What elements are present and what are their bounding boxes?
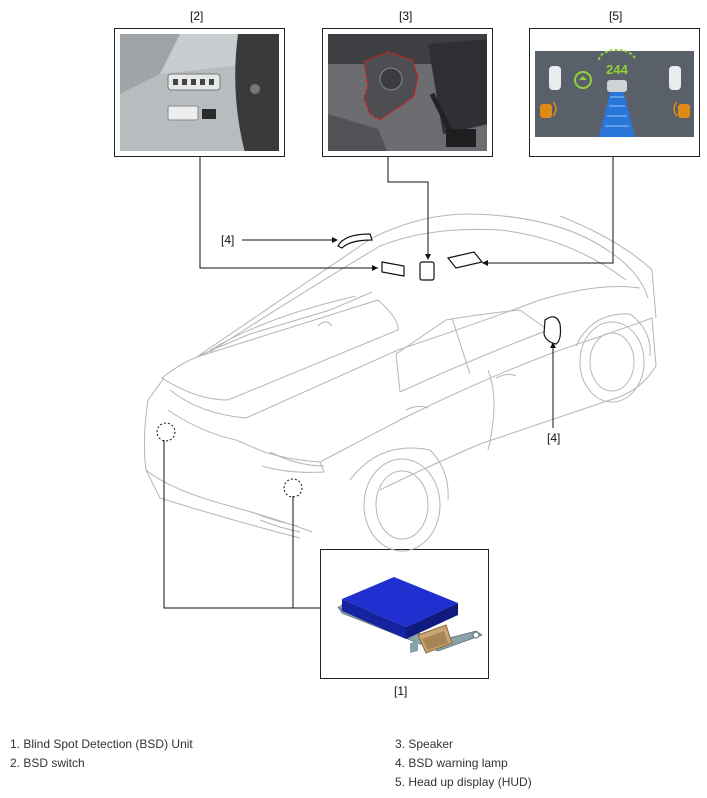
- legend-item: 3. Speaker: [395, 737, 454, 751]
- bsd-warning-lamp-right-marker: [543, 316, 562, 345]
- legend-item: 2. BSD switch: [10, 756, 85, 770]
- hud-speed-readout: 244: [606, 62, 628, 77]
- callout-label-4-mirror: [4]: [547, 431, 561, 445]
- car-outline: [143, 213, 657, 552]
- hud-photo: 244: [529, 28, 700, 157]
- leader-lines: [163, 157, 614, 609]
- bsd-unit-left-marker: [156, 422, 176, 442]
- callout-label-1: [1]: [394, 684, 408, 698]
- legend-left: 1. Blind Spot Detection (BSD) Unit 2. BS…: [10, 735, 193, 773]
- hud-marker: [446, 251, 484, 269]
- legend-item: 1. Blind Spot Detection (BSD) Unit: [10, 737, 193, 751]
- callout-label-5: [5]: [609, 9, 623, 23]
- callout-label-4-roof: [4]: [221, 233, 235, 247]
- legend-item: 5. Head up display (HUD): [395, 775, 532, 789]
- bsd-warning-lamp-left-marker: [337, 233, 373, 249]
- component-markers: [156, 233, 562, 498]
- callout-label-2: [2]: [190, 9, 204, 23]
- callout-label-3: [3]: [399, 9, 413, 23]
- speaker-marker: [419, 261, 435, 281]
- bsd-unit-photo: [320, 549, 489, 679]
- speaker-photo: [322, 28, 493, 157]
- bsd-unit-right-marker: [283, 478, 303, 498]
- bsd-switch-photo: [114, 28, 285, 157]
- bsd-switch-marker: [381, 261, 405, 277]
- legend-right: 3. Speaker 4. BSD warning lamp 5. Head u…: [395, 735, 532, 792]
- arrowheads: [332, 237, 556, 348]
- legend-item: 4. BSD warning lamp: [395, 756, 508, 770]
